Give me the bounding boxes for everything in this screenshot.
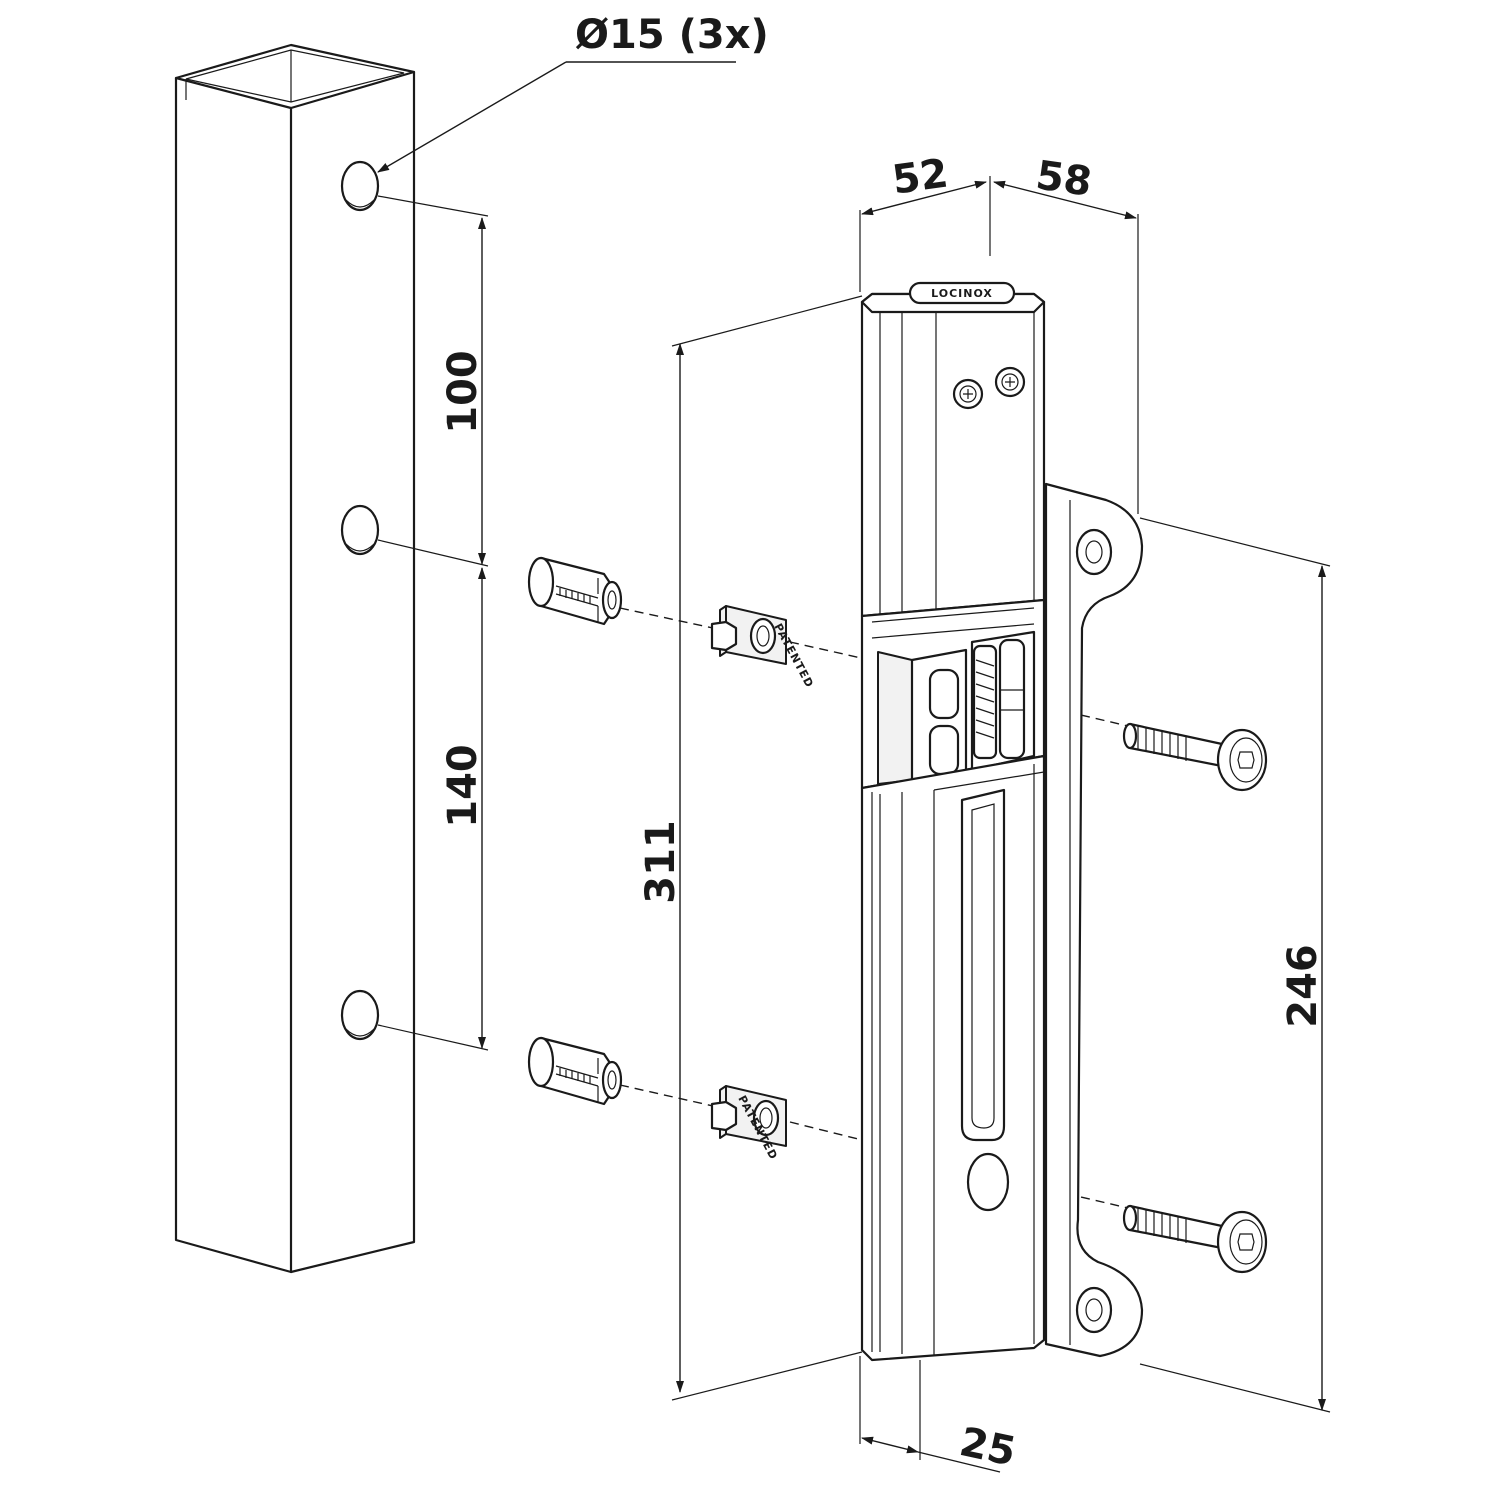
screw-head-right [994,366,1026,398]
keep-body: LOCINOX [860,281,1046,1362]
spacing-lower-label: 140 [440,744,486,828]
height-label: 311 [638,820,684,904]
height-dimension: 311 [638,295,863,1401]
width-dimension: 25 [859,1356,1020,1476]
post-hole-top [340,160,380,212]
brand-logo: LOCINOX [908,281,1016,305]
screw-head-left [952,378,984,410]
mounting-plate [1044,482,1144,1358]
depth-side-label: 58 [1033,152,1095,205]
plate-height-label: 246 [1280,944,1326,1028]
plate-height-dimension: 246 [1139,517,1331,1413]
socket-bolt-upper [1122,722,1268,792]
post-hole-middle [340,504,380,556]
fixing-hole-lower [966,1152,1010,1212]
split-sleeve-lower [527,1036,623,1106]
depth-front-label: 52 [889,150,951,203]
plate-hole-bottom [1075,1286,1113,1334]
split-sleeve-upper [527,556,623,626]
square-insert-upper: PATENTED [710,605,816,690]
socket-bolt-lower [1122,1204,1268,1274]
post-hole-bottom [340,989,380,1041]
brand-logo-text: LOCINOX [931,287,993,300]
slot-opening [960,788,1006,1142]
width-label: 25 [956,1419,1020,1476]
depth-dimensions: 52 58 [859,150,1139,514]
square-insert-lower: PATENTED [710,1085,787,1162]
square-post [174,43,416,1274]
plate-hole-top [1075,528,1113,576]
spacing-upper-label: 100 [440,350,486,434]
hole-spacing-dimensions: 100 140 [377,195,489,1051]
hole-diameter-callout: Ø15 (3x) [377,12,769,173]
hole-diameter-label: Ø15 (3x) [575,12,769,58]
